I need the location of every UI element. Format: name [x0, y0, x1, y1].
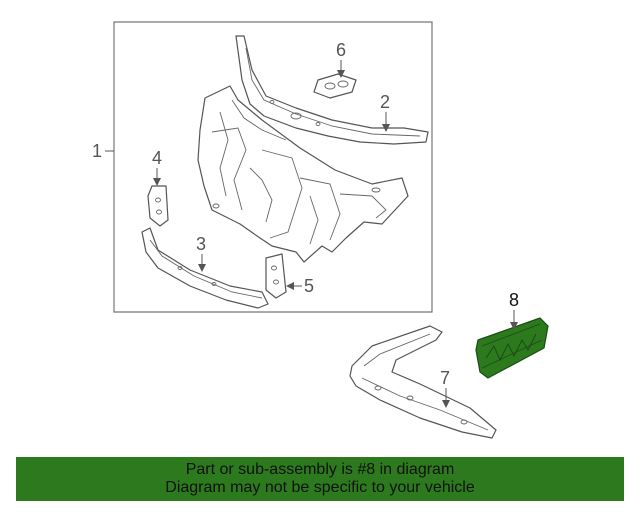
callout-6[interactable]: 6	[336, 40, 346, 60]
callout-3[interactable]: 3	[196, 234, 206, 254]
part-2-upper-tie-bar[interactable]	[235, 35, 429, 145]
part-5-small-bracket[interactable]	[265, 253, 287, 299]
part-3-lower-tie-bar[interactable]	[141, 227, 269, 309]
callout-7-arrow	[442, 400, 450, 408]
callout-4-arrow	[153, 178, 161, 186]
info-banner: Part or sub-assembly is #8 in diagram Di…	[16, 457, 624, 501]
callout-6-arrow	[337, 70, 345, 78]
callout-5[interactable]: 5	[304, 276, 314, 296]
part-4-side-bracket[interactable]	[147, 185, 169, 227]
callout-1[interactable]: 1	[92, 141, 102, 161]
assembly-frame	[113, 21, 433, 313]
banner-line-1: Part or sub-assembly is #8 in diagram	[185, 461, 455, 478]
callout-7[interactable]: 7	[440, 368, 450, 388]
callout-8[interactable]: 8	[509, 290, 519, 310]
callout-2-arrow	[382, 124, 390, 132]
parts-diagram: 1 2 6 4	[92, 21, 549, 439]
radiator-support-frame[interactable]	[197, 85, 409, 263]
part-7-splash-shield[interactable]	[349, 325, 497, 439]
callout-2[interactable]: 2	[380, 92, 390, 112]
part-8-deflector[interactable]	[475, 317, 549, 379]
callout-8-arrow	[510, 322, 518, 330]
callout-4[interactable]: 4	[152, 148, 162, 168]
part-6-bracket[interactable]	[313, 73, 357, 99]
banner-line-2: Diagram may not be specific to your vehi…	[165, 479, 475, 496]
callout-3-arrow	[198, 264, 206, 272]
callout-5-arrow	[286, 282, 294, 290]
